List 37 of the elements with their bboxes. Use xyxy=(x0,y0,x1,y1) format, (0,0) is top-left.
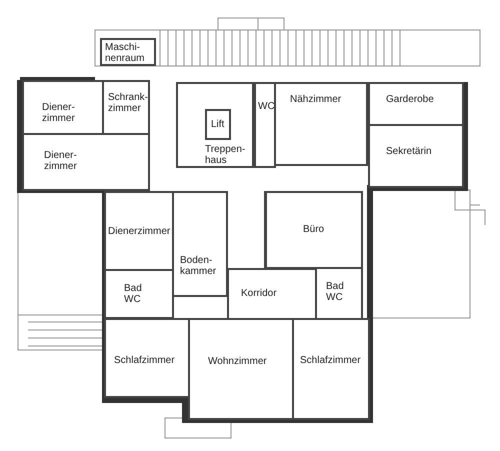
room xyxy=(100,38,156,66)
room xyxy=(104,191,174,271)
room xyxy=(265,191,363,269)
room xyxy=(274,82,368,166)
room xyxy=(172,191,228,297)
room-label: Nähzimmer xyxy=(290,94,342,105)
room xyxy=(22,133,150,191)
room-label: Maschi-nenraum xyxy=(105,42,146,64)
room-label: Schlafzimmer xyxy=(114,355,176,366)
room xyxy=(227,268,317,320)
room-label: Schlafzimmer xyxy=(300,355,362,366)
stairwell xyxy=(176,82,254,168)
room-label: Treppen-haus xyxy=(205,144,246,166)
room xyxy=(368,124,464,188)
room-label: Büro xyxy=(303,224,326,235)
room-label: Diener-zimmer xyxy=(44,150,78,172)
room-label: Sekretärin xyxy=(386,146,433,157)
room xyxy=(104,269,174,319)
lift-shaft xyxy=(205,109,231,140)
room xyxy=(188,318,294,420)
room xyxy=(368,82,464,126)
room xyxy=(292,318,370,420)
room-label: Schrank-zimmer xyxy=(108,92,150,114)
room-label: Wohnzimmer xyxy=(208,356,268,367)
room-label: Bad WC xyxy=(326,281,345,303)
room xyxy=(254,82,276,168)
room-label: Dienerzimmer xyxy=(108,226,172,237)
room-label: Korridor xyxy=(241,288,278,299)
room-label: Boden-kammer xyxy=(180,255,218,277)
room-label: Garderobe xyxy=(386,94,435,105)
room xyxy=(22,80,104,135)
room-label: Bad WC xyxy=(124,283,143,305)
room-label: Lift xyxy=(211,119,226,130)
room xyxy=(104,318,190,398)
room-label: WC xyxy=(258,101,276,112)
room xyxy=(102,80,150,135)
room-label: Diener-zimmer xyxy=(42,102,76,124)
